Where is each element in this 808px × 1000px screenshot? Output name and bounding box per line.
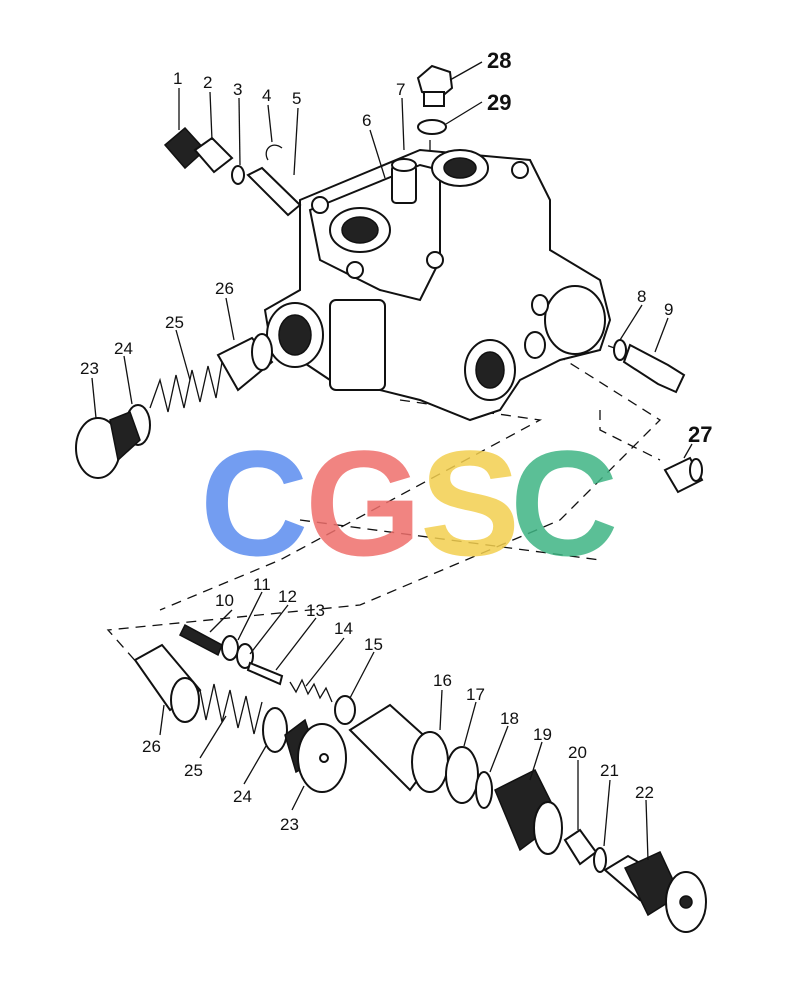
part-24-lower-o-ring (262, 707, 288, 753)
part-26-lower-poppet (133, 643, 202, 723)
callout-4: 4 (262, 86, 271, 105)
part-10-needle (179, 623, 223, 657)
part-6-7-check-valve (391, 158, 417, 204)
part-29-o-ring (417, 119, 447, 135)
part-16-cap (348, 703, 449, 793)
callout-6: 6 (362, 111, 371, 130)
callout-19: 19 (533, 725, 552, 744)
valve-body (263, 148, 612, 422)
part-26-upper-poppet (216, 333, 274, 392)
leader-lines (91, 61, 693, 861)
watermark-letter-c1: C (200, 419, 308, 587)
part-19-threaded-body (494, 768, 563, 855)
part-25-upper-spring (149, 361, 223, 413)
part-23-upper-plug (75, 411, 141, 479)
part-18-ring (475, 771, 493, 809)
callout-16: 16 (433, 671, 452, 690)
part-21-ring (593, 847, 607, 873)
callout-labels: 1 2 3 4 5 6 7 28 29 8 9 27 26 25 24 23 1… (80, 48, 712, 834)
callout-24-lower: 24 (233, 787, 252, 806)
part-22-screw (603, 851, 707, 933)
part-11-washer (221, 635, 239, 661)
callout-12: 12 (278, 587, 297, 606)
part-25-lower-spring (199, 683, 263, 735)
cgsc-watermark: C G S C (200, 419, 618, 587)
part-3-ring (231, 165, 245, 185)
part-8-washer (613, 339, 627, 361)
callout-29: 29 (487, 90, 511, 115)
part-23-lower-plug (284, 718, 347, 793)
callout-7: 7 (396, 80, 405, 99)
part-12-ring (236, 643, 254, 669)
callout-13: 13 (306, 601, 325, 620)
callout-2: 2 (203, 73, 212, 92)
callout-11: 11 (253, 575, 271, 594)
part-27-screw (663, 456, 704, 494)
watermark-letter-g: G (305, 419, 422, 587)
part-13-pin (246, 661, 284, 686)
part-9-fitting (622, 343, 686, 394)
callout-25-lower: 25 (184, 761, 203, 780)
callout-15: 15 (364, 635, 383, 654)
part-28-plug (416, 64, 454, 107)
callout-23-upper: 23 (80, 359, 99, 378)
callout-3: 3 (233, 80, 242, 99)
callout-1: 1 (173, 69, 182, 88)
callout-20: 20 (568, 743, 587, 762)
watermark-letter-c2: C (510, 419, 618, 587)
part-2-sleeve (193, 136, 234, 174)
callout-23-lower: 23 (280, 815, 299, 834)
callout-25-upper: 25 (165, 313, 184, 332)
callout-21: 21 (600, 761, 619, 780)
part-5-valve (246, 166, 302, 217)
callout-10: 10 (215, 591, 234, 610)
callout-5: 5 (292, 89, 301, 108)
callout-27: 27 (688, 422, 712, 447)
part-15-ring (334, 695, 356, 725)
callout-28: 28 (487, 48, 511, 73)
callout-24-upper: 24 (114, 339, 133, 358)
callout-17: 17 (466, 685, 485, 704)
callout-26-upper: 26 (215, 279, 234, 298)
part-4-clip (265, 144, 283, 161)
callout-22: 22 (635, 783, 654, 802)
part-20-sleeve (563, 828, 598, 866)
part-17-nut (445, 746, 479, 804)
callout-18: 18 (500, 709, 519, 728)
part-14-spring (289, 678, 333, 703)
watermark-letter-s: S (420, 419, 520, 587)
callout-14: 14 (334, 619, 353, 638)
callout-9: 9 (664, 300, 673, 319)
callout-8: 8 (637, 287, 646, 306)
callout-26-lower: 26 (142, 737, 161, 756)
